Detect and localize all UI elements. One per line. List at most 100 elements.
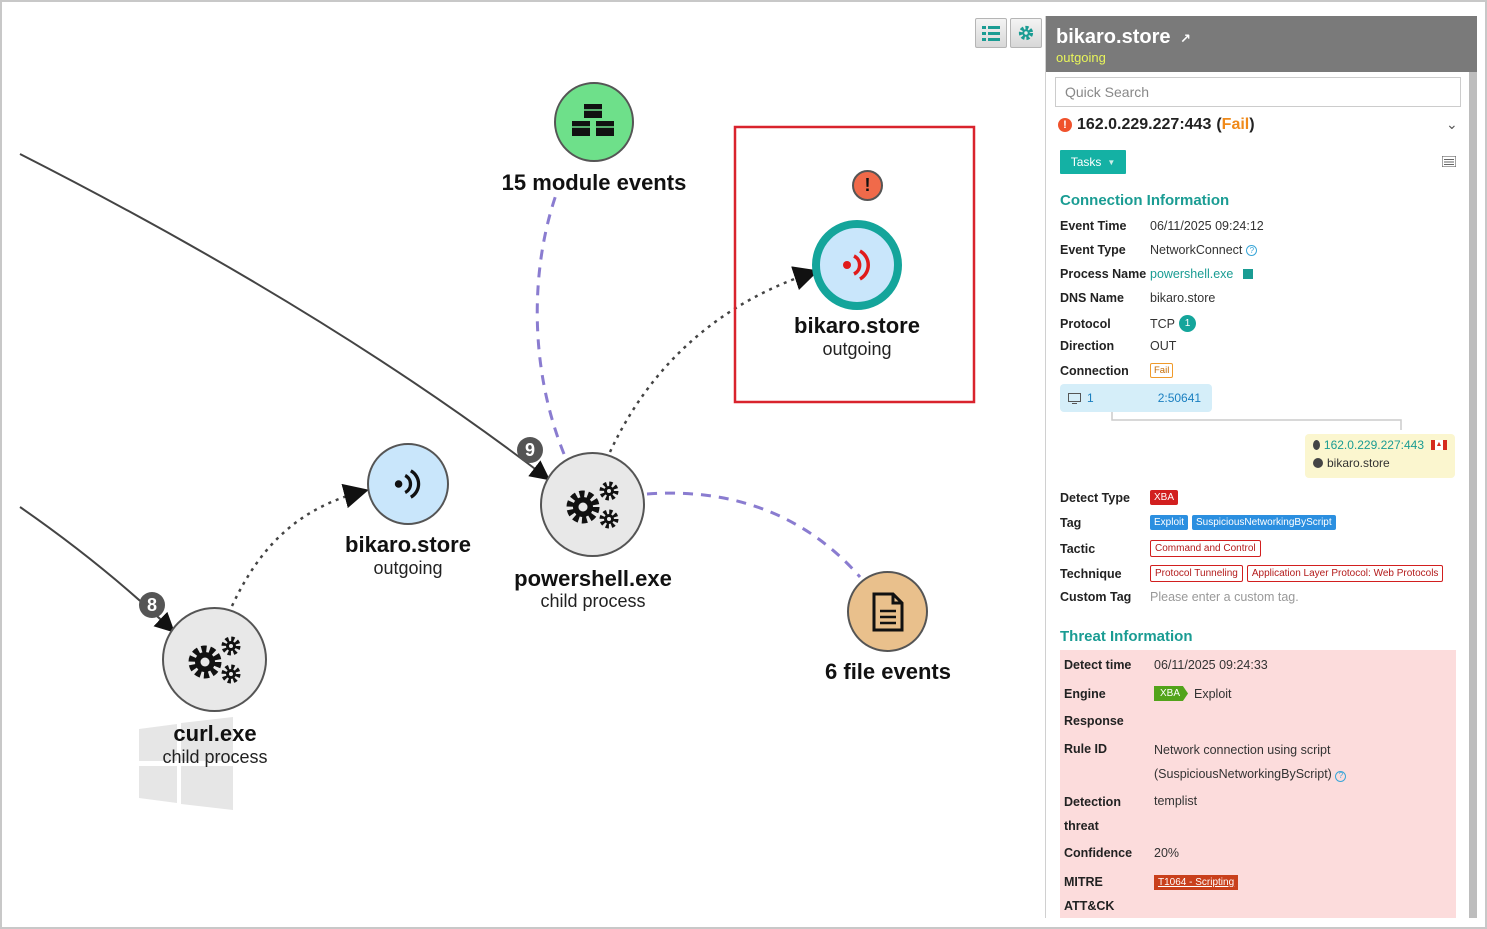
tasks-button[interactable]: Tasks ▼ — [1060, 150, 1126, 174]
node-curl[interactable] — [162, 607, 267, 712]
connection-fail-badge: Fail — [1150, 363, 1174, 378]
scrollbar-thumb[interactable] — [1469, 72, 1477, 918]
label: Event Time — [1060, 219, 1127, 233]
tag-exploit[interactable]: Exploit — [1150, 515, 1189, 530]
label: Rule ID — [1064, 742, 1108, 756]
engine-value: Exploit — [1194, 686, 1232, 701]
warning-icon: ! — [1058, 118, 1072, 132]
value: 20% — [1154, 846, 1180, 860]
value: bikaro.store — [1150, 291, 1216, 305]
settings-button[interactable] — [1010, 18, 1042, 48]
label: Tactic — [1060, 541, 1096, 556]
rule-id-line-1: Network connection using script — [1154, 743, 1331, 757]
node-file-events[interactable] — [847, 571, 928, 652]
label: Tag — [1060, 515, 1082, 530]
connection-info-title: Connection Information — [1060, 192, 1230, 209]
node-bikaro-main[interactable] — [812, 220, 902, 310]
threat-row-confidence: Confidence 20% — [1064, 846, 1179, 860]
row-custom-tag: Custom Tag Please enter a custom tag. — [1060, 590, 1299, 604]
node-bikaro-secondary-title: bikaro.store — [345, 532, 471, 557]
detect-type-badge: XBA — [1150, 490, 1179, 505]
destination-endpoint: 162.0.229.227:443 ▲ bikaro.store — [1305, 434, 1455, 478]
details-list-icon[interactable] — [1442, 156, 1456, 167]
list-icon — [982, 26, 1000, 41]
source-endpoint: 1 2:50641 — [1060, 384, 1212, 412]
quick-search-input[interactable] — [1055, 77, 1461, 107]
graph-edges — [19, 125, 976, 633]
label: Technique — [1060, 566, 1122, 581]
panel-subtitle: outgoing — [1056, 50, 1106, 65]
row-dns-name: DNS Name bikaro.store — [1060, 291, 1215, 305]
list-view-button[interactable] — [975, 18, 1007, 48]
label: Protocol — [1060, 316, 1111, 331]
technique-badge-2[interactable]: Application Layer Protocol: Web Protocol… — [1246, 565, 1444, 582]
label: Direction — [1060, 339, 1115, 353]
tag-suspicious-networking[interactable]: SuspiciousNetworkingByScript — [1192, 515, 1336, 530]
mitre-badge[interactable]: T1064 - Scripting — [1154, 875, 1239, 890]
globe-icon — [1313, 458, 1323, 468]
chevron-down-icon[interactable]: ⌄ — [1446, 116, 1458, 132]
label: DNS Name — [1060, 291, 1124, 305]
globe-icon — [1313, 440, 1320, 450]
label: Response — [1064, 714, 1124, 728]
label: Engine — [1064, 686, 1106, 701]
monitor-icon — [1068, 392, 1081, 404]
connection-status-close: ) — [1249, 116, 1255, 133]
node-bikaro-secondary-sub: outgoing — [373, 558, 443, 578]
destination-ip[interactable]: 162.0.229.227:443 — [1323, 438, 1424, 452]
node-curl-title: curl.exe — [173, 721, 257, 746]
graph-canvas[interactable]: 15 module events ! bikaro.store outgoing… — [2, 2, 1045, 929]
value: TCP — [1150, 316, 1175, 331]
threat-row-response: Response — [1064, 714, 1154, 728]
rule-id-line-2: (SuspiciousNetworkingByScript) — [1154, 767, 1332, 781]
tasks-label: Tasks — [1070, 155, 1102, 169]
destination-host-row: bikaro.store — [1313, 456, 1447, 470]
source-ip-part-a: 1 — [1087, 391, 1094, 405]
detection-link[interactable]: templist — [1154, 794, 1198, 808]
gears-icon — [566, 481, 618, 528]
tactic-badge[interactable]: Command and Control — [1150, 540, 1261, 557]
connection-flow-line — [1111, 412, 1402, 430]
technique-badge-1[interactable]: Protocol Tunneling — [1150, 565, 1243, 582]
caret-down-icon: ▼ — [1107, 157, 1116, 167]
external-link-icon[interactable]: ↗ — [1180, 31, 1191, 46]
help-icon[interactable]: ? — [1246, 244, 1258, 256]
help-icon[interactable]: ? — [1335, 770, 1347, 782]
custom-tag-input[interactable]: Please enter a custom tag. — [1150, 590, 1299, 604]
file-icon — [872, 592, 903, 631]
edge-curl-bikaro — [230, 483, 369, 607]
connection-status: Fail — [1221, 116, 1250, 133]
threat-row-mitre: MITRE ATT&CK T1064 - Scripting — [1064, 874, 1239, 918]
node-file-events-label: 6 file events — [825, 659, 951, 684]
node-module-events[interactable] — [554, 82, 634, 162]
label-line-2: threat — [1064, 819, 1099, 833]
edge-parent-powershell — [19, 153, 551, 481]
node-bikaro-secondary[interactable] — [367, 443, 449, 525]
label-line-2: ATT&CK — [1064, 899, 1115, 913]
gears-icon — [188, 636, 240, 683]
row-tactic: Tactic Command and Control — [1060, 540, 1261, 557]
edge-powershell-files — [646, 491, 862, 578]
edge-powershell-bikaro — [608, 266, 819, 453]
source-ip-part-b: 2:50641 — [1157, 391, 1202, 405]
label: Confidence — [1064, 846, 1133, 860]
label: Custom Tag — [1060, 590, 1132, 604]
connection-header[interactable]: ! 162.0.229.227:443 ( Fail ) — [1058, 116, 1255, 134]
threat-row-rule-id: Rule ID Network connection using script (S… — [1064, 742, 1347, 786]
detail-panel: bikaro.store ↗ outgoing ! 162.0.229.227:… — [1045, 16, 1477, 918]
open-link-icon[interactable] — [1243, 269, 1254, 279]
selection-highlight — [733, 125, 976, 404]
label-line-1: MITRE — [1064, 875, 1103, 889]
node-powershell[interactable] — [540, 452, 645, 557]
process-link[interactable]: powershell.exe — [1150, 267, 1234, 281]
